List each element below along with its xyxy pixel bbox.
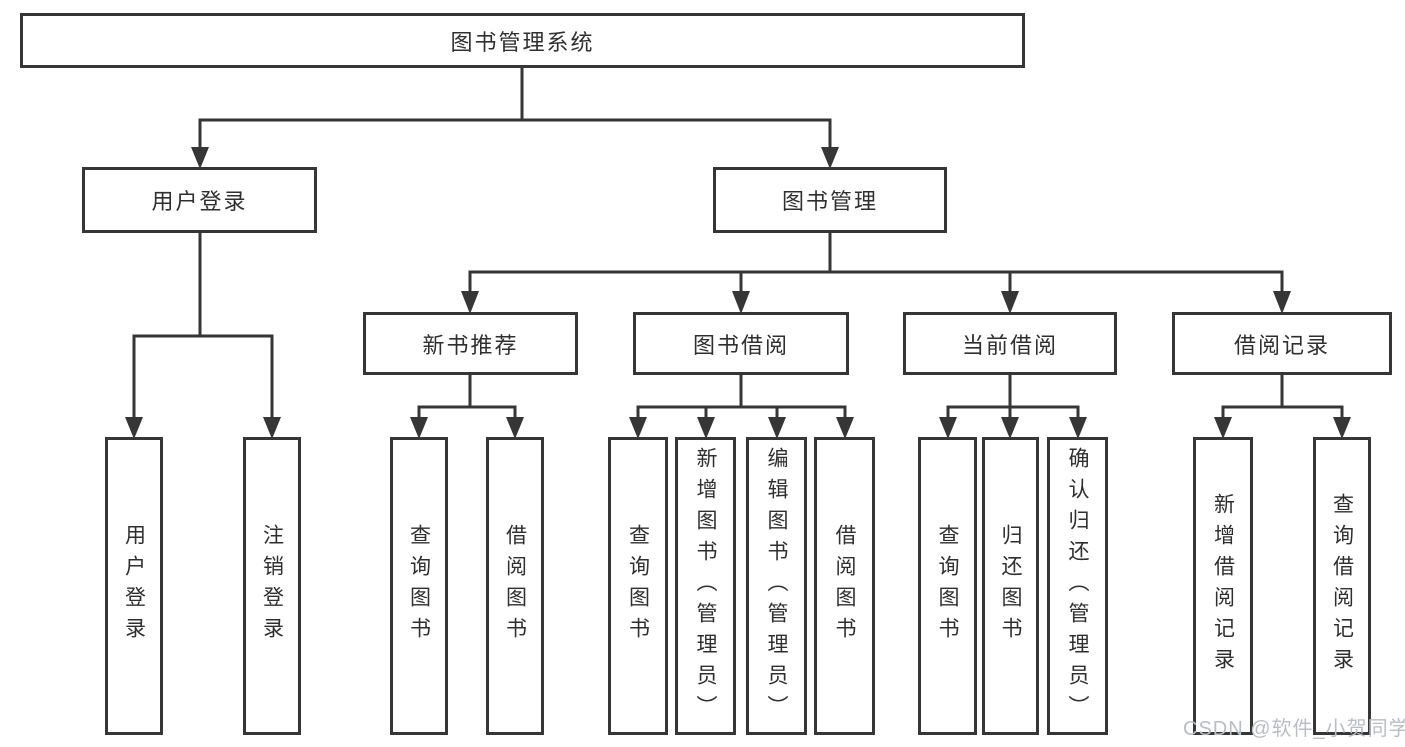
wires-new-book-recommend-branch — [410, 374, 524, 439]
leaf-query-books-recommend: 查询图书 — [390, 437, 448, 735]
leaf-add-book-admin: 新增图书（管理员） — [675, 437, 736, 735]
csdn-watermark: CSDN @软件_小贺同学 — [1183, 718, 1405, 740]
leaf-query-books-current: 查询图书 — [918, 437, 977, 735]
leaf-confirm-return-admin: 确认归还（管理员） — [1047, 437, 1108, 735]
wires-user-login-branch — [125, 233, 281, 439]
leaf-label: 查询图书 — [407, 524, 431, 648]
node-library-management-system: 图书管理系统 — [20, 13, 1025, 68]
leaf-logout: 注销登录 — [243, 437, 301, 735]
leaf-borrow-books-recommend: 借阅图书 — [486, 437, 544, 735]
leaf-edit-book-admin: 编辑图书（管理员） — [746, 437, 807, 735]
leaf-return-books: 归还图书 — [982, 437, 1039, 735]
leaf-add-borrow-record: 新增借阅记录 — [1193, 437, 1253, 735]
leaf-label: 查询图书 — [626, 524, 650, 648]
leaf-label: 查询图书 — [936, 524, 959, 648]
node-book-borrowing: 图书借阅 — [633, 312, 849, 375]
leaf-label: 新增图书（管理员） — [694, 446, 717, 726]
node-user-login: 用户登录 — [82, 167, 317, 233]
wires-borrowing-records-branch — [1214, 374, 1351, 439]
leaf-label: 注销登录 — [260, 524, 284, 648]
leaf-borrow-books-borrowing: 借阅图书 — [814, 437, 875, 735]
leaf-user-login: 用户登录 — [105, 437, 163, 735]
node-book-management: 图书管理 — [713, 167, 947, 233]
leaf-label: 编辑图书（管理员） — [765, 446, 788, 726]
wires-root-to-level2 — [191, 68, 839, 169]
node-borrowing-records: 借阅记录 — [1172, 312, 1392, 375]
leaf-label: 借阅图书 — [503, 524, 527, 648]
wires-book-management-branch — [461, 233, 1291, 314]
leaf-label: 新增借阅记录 — [1211, 493, 1235, 679]
wires-current-borrowing-branch — [939, 374, 1087, 439]
wires-book-borrowing-branch — [629, 374, 854, 439]
node-new-book-recommend: 新书推荐 — [363, 312, 578, 375]
leaf-label: 借阅图书 — [833, 524, 856, 648]
leaf-label: 用户登录 — [122, 524, 146, 648]
leaf-query-books-borrowing: 查询图书 — [608, 437, 668, 735]
leaf-label: 确认归还（管理员） — [1066, 446, 1089, 726]
leaf-label: 归还图书 — [999, 524, 1022, 648]
leaf-query-borrow-record: 查询借阅记录 — [1313, 437, 1371, 735]
node-current-borrowing: 当前借阅 — [903, 312, 1117, 375]
leaf-label: 查询借阅记录 — [1330, 493, 1354, 679]
